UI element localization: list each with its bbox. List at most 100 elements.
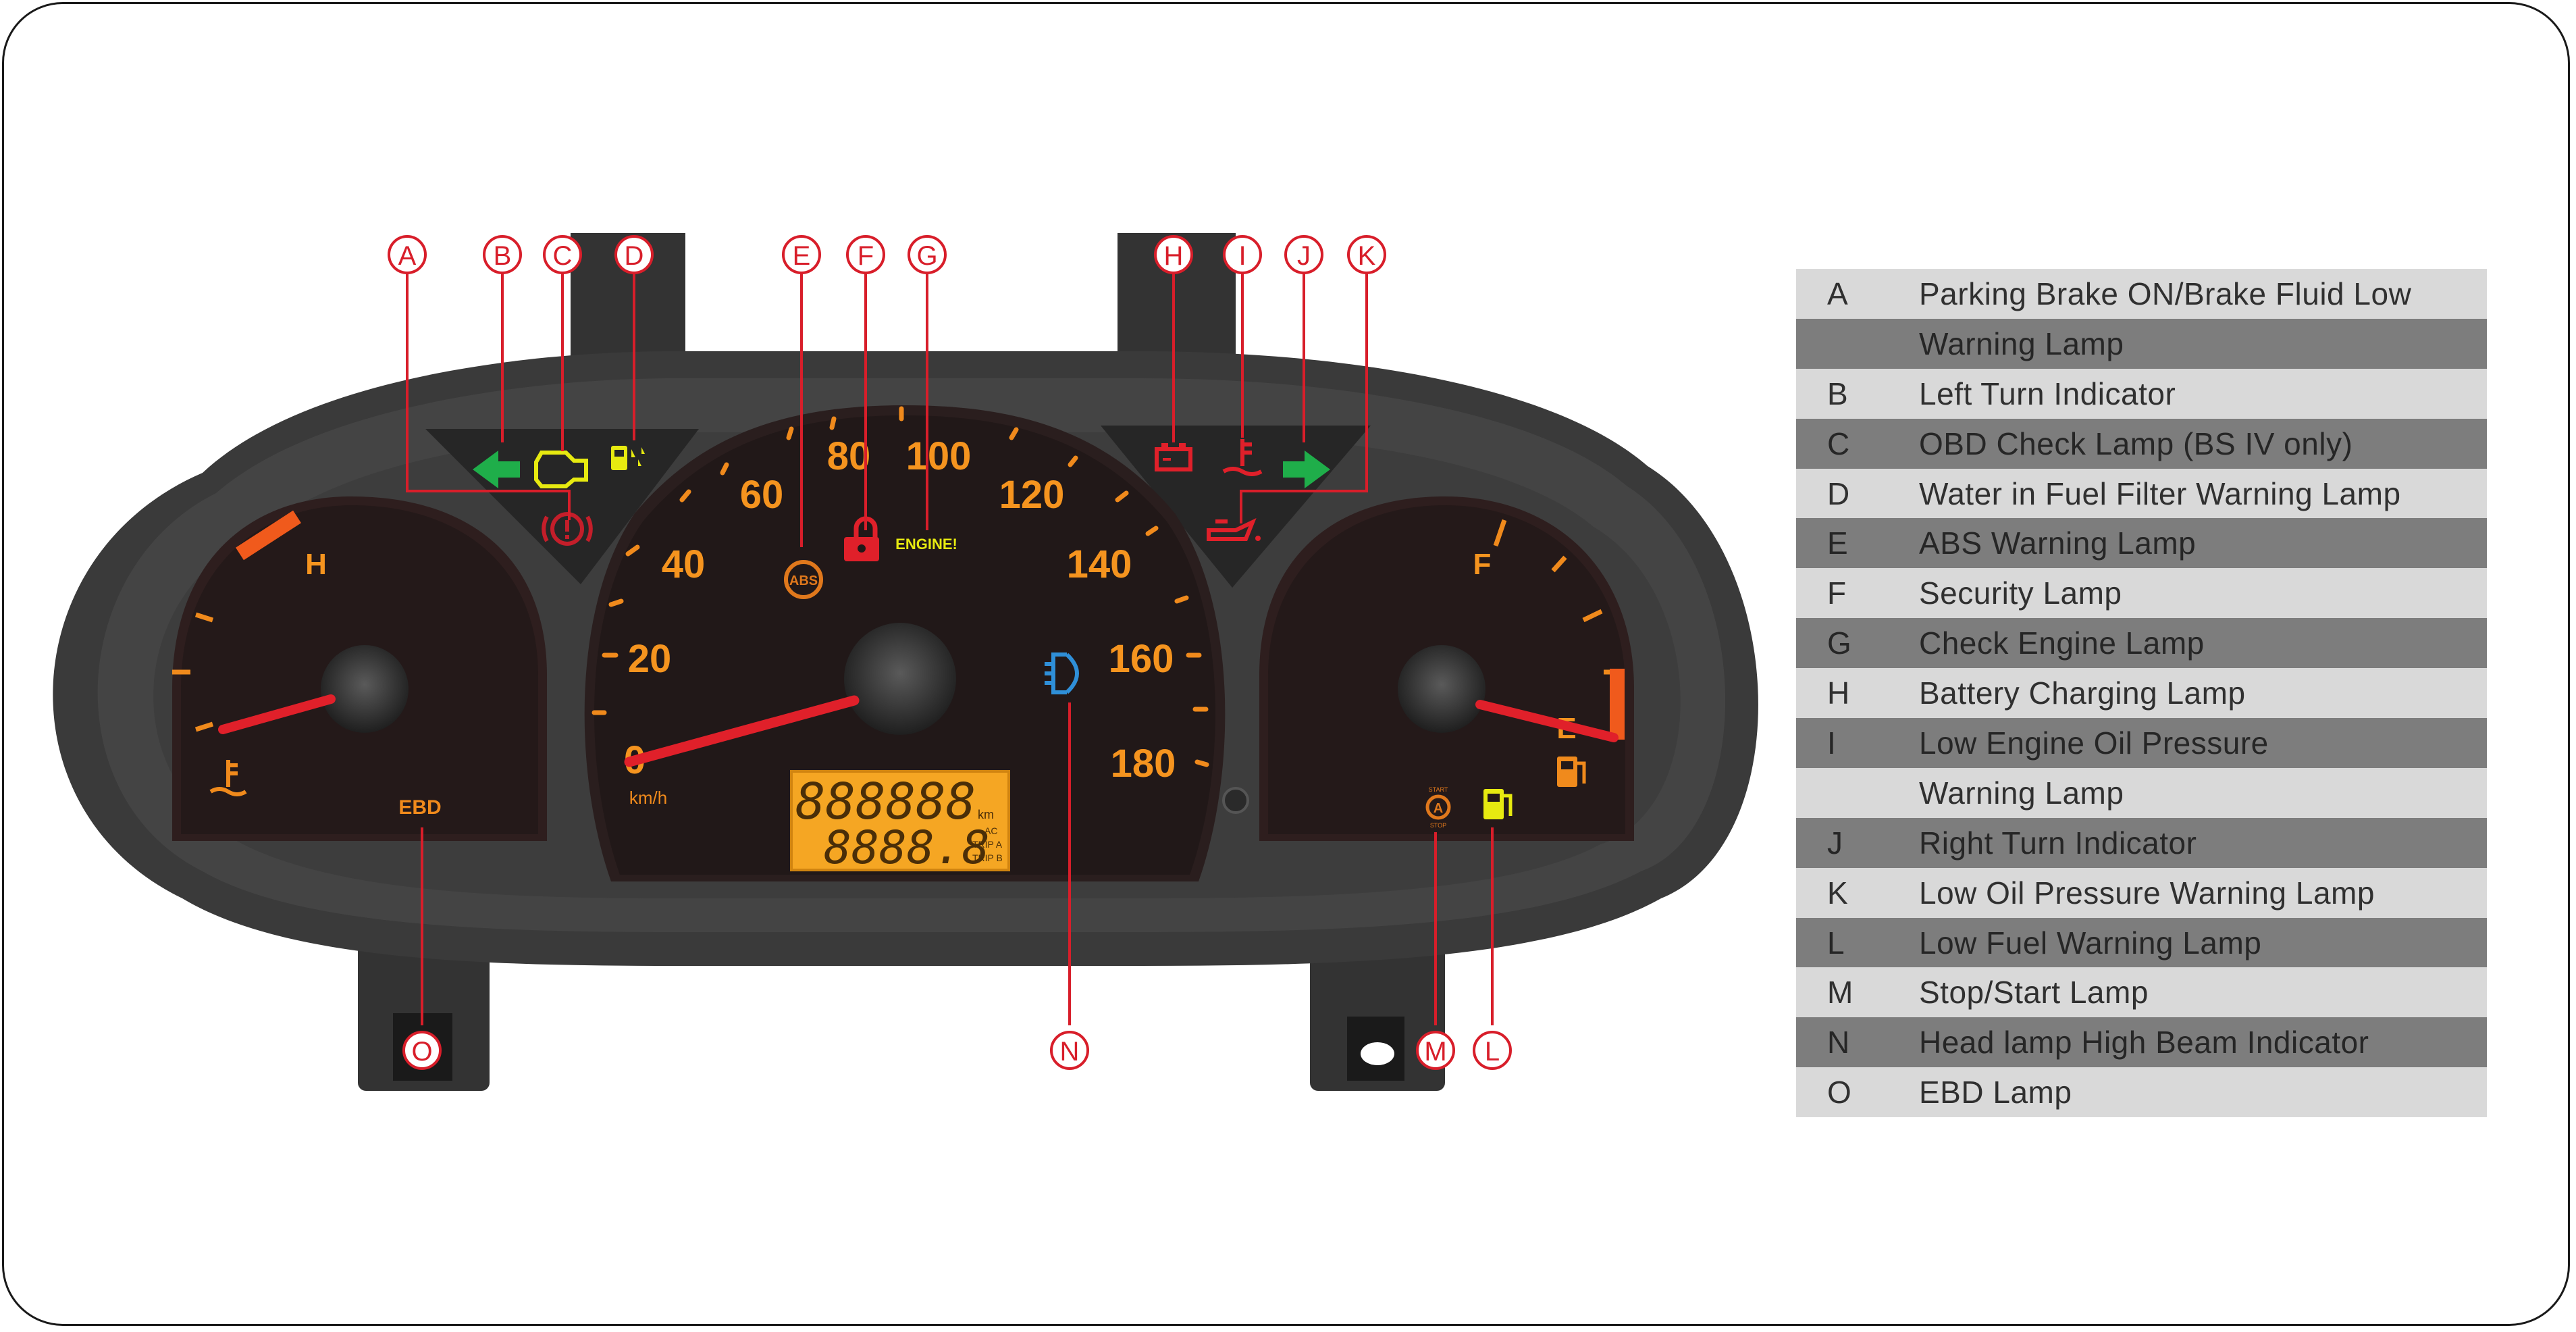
- svg-text:START: START: [1429, 786, 1448, 793]
- callout-d: D: [614, 235, 654, 274]
- right-turn-indicator-icon: [1283, 451, 1330, 488]
- legend-desc: ABS Warning Lamp: [1919, 526, 2197, 561]
- high-beam-icon: [1045, 652, 1079, 694]
- legend-row: G Check Engine Lamp: [1796, 618, 2487, 669]
- callout-leader-lines: [406, 273, 1494, 1025]
- trip-b-label: TRIP B: [972, 852, 1003, 863]
- speedometer: 0 20 40 60 80 100 120 140 160 180 km/h 8…: [584, 405, 1226, 881]
- legend-desc: Check Engine Lamp: [1919, 625, 2205, 661]
- legend-row: L Low Fuel Warning Lamp: [1796, 917, 2487, 968]
- temperature-gauge: H EBD: [172, 496, 547, 841]
- legend-row: D Water in Fuel Filter Warning Lamp: [1796, 468, 2487, 519]
- legend-desc: Battery Charging Lamp: [1919, 675, 2246, 711]
- ac-label: AC: [984, 825, 997, 836]
- legend-code: A: [1827, 276, 1849, 311]
- legend-desc: Water in Fuel Filter Warning Lamp: [1919, 476, 2401, 511]
- svg-text:H: H: [1164, 241, 1184, 271]
- legend-desc: Head lamp High Beam Indicator: [1919, 1025, 2369, 1060]
- speed-tick-60: 60: [740, 473, 784, 517]
- instrument-cluster-diagram: H EBD: [53, 233, 1758, 1091]
- speed-tick-20: 20: [628, 637, 672, 681]
- legend-row: I Low Engine Oil Pressure: [1796, 718, 2487, 768]
- svg-text:K: K: [1358, 241, 1376, 271]
- svg-text:A: A: [398, 241, 417, 271]
- speedometer-hub: [844, 623, 956, 735]
- callout-l: L: [1473, 1031, 1512, 1070]
- trip-value: 8888.8: [824, 821, 990, 875]
- legend-row: Warning Lamp: [1796, 318, 2487, 369]
- legend-code: F: [1827, 575, 1847, 611]
- svg-text:O: O: [411, 1037, 432, 1067]
- speed-unit: km/h: [629, 788, 667, 808]
- callout-h: H: [1154, 235, 1193, 274]
- svg-text:C: C: [553, 241, 573, 271]
- legend-code: D: [1827, 476, 1850, 511]
- callout-g: G: [908, 235, 947, 274]
- callout-e: E: [782, 235, 821, 274]
- odometer-unit: km: [978, 808, 994, 821]
- svg-text:J: J: [1297, 241, 1311, 271]
- mounting-hole: [1361, 1042, 1394, 1065]
- check-engine-lamp: ENGINE!: [895, 536, 957, 553]
- legend-desc: Low Fuel Warning Lamp: [1919, 925, 2262, 960]
- callout-markers: A B C D E F G H I J K L M N O: [388, 235, 1512, 1070]
- legend-code: B: [1827, 376, 1849, 411]
- temp-needle: [218, 694, 336, 734]
- legend-desc: Stop/Start Lamp: [1919, 975, 2149, 1010]
- fuel-full-label: F: [1473, 548, 1492, 581]
- callout-o: O: [402, 1031, 442, 1070]
- legend-row: C OBD Check Lamp (BS IV only): [1796, 418, 2487, 469]
- legend-code: I: [1827, 725, 1837, 761]
- legend-code: N: [1827, 1025, 1850, 1060]
- speed-tick-120: 120: [999, 473, 1065, 517]
- ebd-lamp: EBD: [398, 796, 441, 819]
- legend-code: L: [1827, 925, 1845, 960]
- odometer-display: 888888 km 8888.8 AC TRIP A TRIP B: [790, 770, 1010, 875]
- stop-start-icon: START A STOP: [1425, 786, 1451, 829]
- callout-b: B: [483, 235, 522, 274]
- left-turn-indicator-icon: [473, 451, 520, 488]
- callout-j: J: [1284, 235, 1323, 274]
- legend-code: H: [1827, 675, 1850, 711]
- legend-code: C: [1827, 426, 1850, 461]
- svg-text:D: D: [625, 241, 644, 271]
- water-in-fuel-icon: [611, 446, 645, 470]
- svg-text:STOP: STOP: [1430, 822, 1446, 829]
- legend-code: G: [1827, 625, 1852, 661]
- svg-text:F: F: [858, 241, 874, 271]
- legend-desc: OBD Check Lamp (BS IV only): [1919, 426, 2353, 461]
- legend-desc: Security Lamp: [1919, 575, 2122, 611]
- svg-text:E: E: [793, 241, 811, 271]
- legend-row: A Parking Brake ON/Brake Fluid Low: [1796, 269, 2487, 319]
- coolant-temp-icon: [209, 760, 247, 796]
- speed-tick-180: 180: [1111, 742, 1176, 786]
- legend-row: F Security Lamp: [1796, 568, 2487, 619]
- svg-text:ABS: ABS: [789, 573, 818, 588]
- legend-desc: Parking Brake ON/Brake Fluid Low: [1919, 276, 2412, 311]
- temp-gauge-hub: [321, 645, 409, 733]
- fuel-gauge-hub: [1398, 645, 1486, 733]
- legend-desc: Right Turn Indicator: [1919, 825, 2197, 861]
- speed-tick-80: 80: [827, 434, 871, 478]
- legend-code: O: [1827, 1075, 1852, 1110]
- speed-needle: [624, 695, 860, 767]
- battery-charging-icon: [1155, 443, 1192, 471]
- fuel-pump-small-icon: [1557, 757, 1586, 787]
- callout-k: K: [1347, 235, 1386, 274]
- low-engine-oil-temp-icon: [1222, 439, 1263, 476]
- callout-i: I: [1223, 235, 1262, 274]
- legend-code: M: [1827, 975, 1854, 1010]
- speed-tick-100: 100: [906, 434, 972, 478]
- odometer-value: 888888: [795, 773, 976, 831]
- svg-text:M: M: [1424, 1037, 1446, 1067]
- low-oil-pressure-icon: [1207, 517, 1261, 541]
- legend-desc: Low Engine Oil Pressure: [1919, 725, 2269, 761]
- legend-desc: Warning Lamp: [1919, 775, 2124, 811]
- obd-check-lamp-icon: [534, 451, 588, 488]
- fuel-gauge: F E START A STOP: [1259, 496, 1634, 841]
- svg-text:I: I: [1238, 241, 1246, 271]
